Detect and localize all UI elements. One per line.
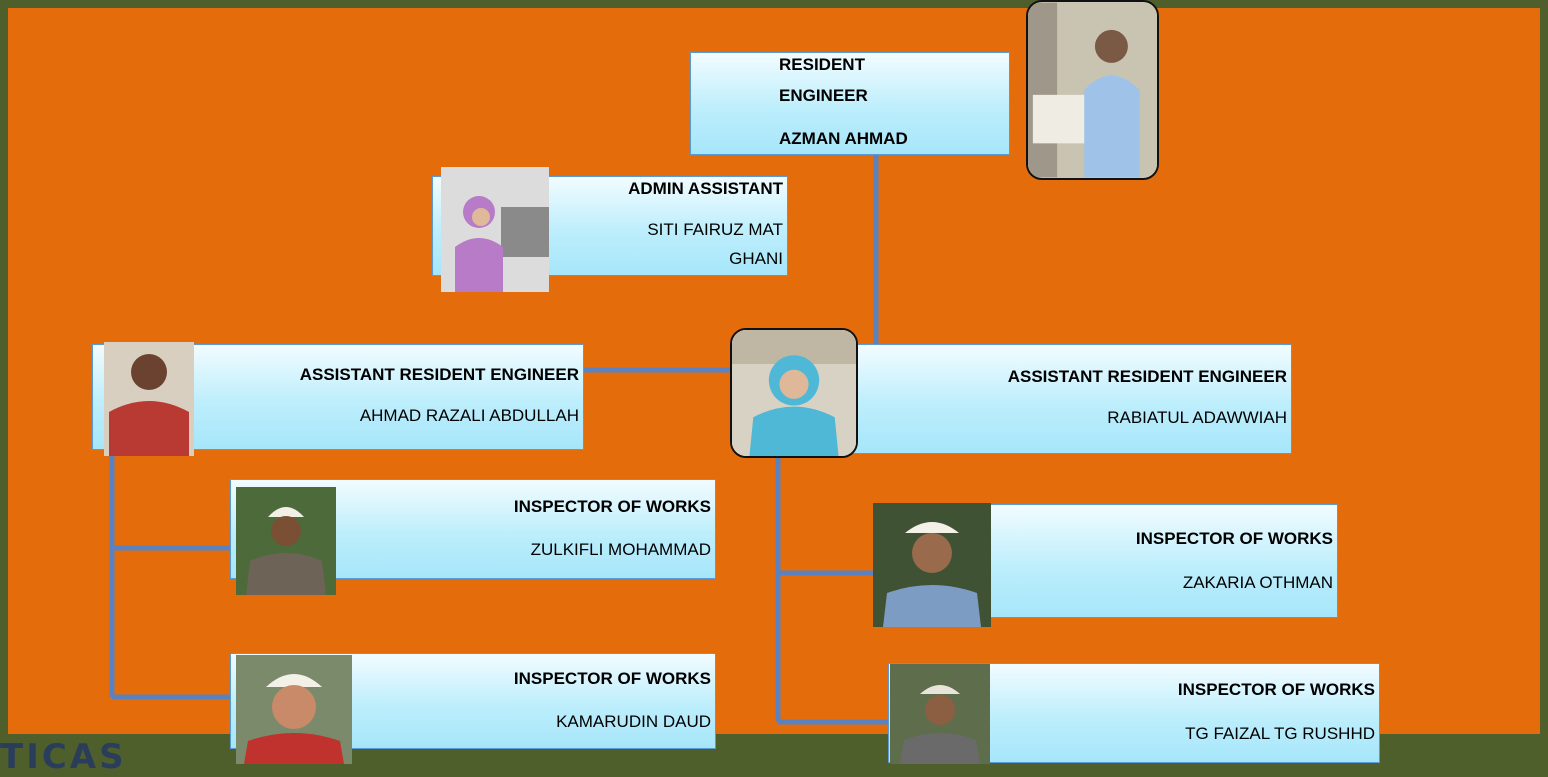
- are-right-box: ASSISTANT RESIDENT ENGINEER RABIATUL ADA…: [822, 344, 1292, 454]
- admin-assistant-title: ADMIN ASSISTANT: [628, 179, 783, 198]
- person-photo-icon: [1028, 2, 1157, 178]
- are-right-title: ASSISTANT RESIDENT ENGINEER: [1007, 367, 1287, 386]
- iow-2-name: KAMARUDIN DAUD: [556, 712, 711, 731]
- person-photo-icon: [104, 342, 194, 456]
- admin-assistant-name-line2: GHANI: [729, 249, 783, 268]
- person-photo-icon: [873, 503, 991, 627]
- are-left-name: AHMAD RAZALI ABDULLAH: [359, 406, 579, 425]
- iow-1-name: ZULKIFLI MOHAMMAD: [530, 540, 711, 559]
- iow-4-title: INSPECTOR OF WORKS: [1177, 680, 1375, 699]
- iow-2-title: INSPECTOR OF WORKS: [513, 669, 711, 688]
- resident-engineer-title-line2: ENGINEER: [779, 86, 868, 105]
- admin-assistant-name-line1: SITI FAIRUZ MAT: [647, 220, 783, 239]
- are-left-photo: [104, 342, 194, 456]
- resident-engineer-name: AZMAN AHMAD: [779, 129, 908, 148]
- are-right-name: RABIATUL ADAWWIAH: [1107, 408, 1287, 427]
- person-photo-icon: [236, 655, 352, 764]
- person-photo-icon: [441, 167, 549, 292]
- are-left-title: ASSISTANT RESIDENT ENGINEER: [299, 365, 579, 384]
- resident-engineer-title-line1: RESIDENT: [779, 55, 865, 74]
- iow-1-photo: [236, 487, 336, 595]
- iow-2-photo: [236, 655, 352, 764]
- iow-4-photo: [890, 664, 990, 764]
- resident-engineer-photo: [1026, 0, 1159, 180]
- logo-text: TICAS: [0, 737, 127, 777]
- admin-assistant-photo: [441, 167, 549, 292]
- iow-3-title: INSPECTOR OF WORKS: [1135, 529, 1333, 548]
- iow-1-title: INSPECTOR OF WORKS: [513, 497, 711, 516]
- person-photo-icon: [236, 487, 336, 595]
- are-right-photo: [730, 328, 858, 458]
- person-photo-icon: [732, 330, 856, 456]
- resident-engineer-box: RESIDENT ENGINEER AZMAN AHMAD: [690, 52, 1010, 155]
- iow-3-photo: [873, 503, 991, 627]
- iow-4-name: TG FAIZAL TG RUSHHD: [1185, 724, 1375, 743]
- iow-3-name: ZAKARIA OTHMAN: [1182, 573, 1333, 592]
- person-photo-icon: [890, 664, 990, 764]
